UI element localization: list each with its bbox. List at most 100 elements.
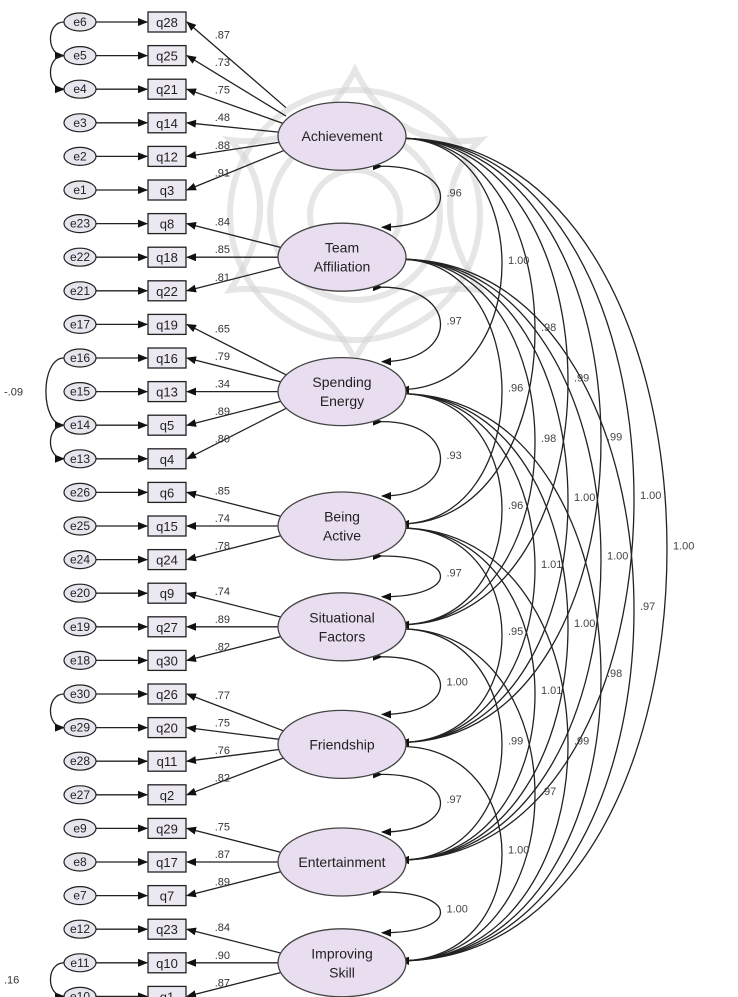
loading-value: .74 — [215, 513, 230, 525]
error-term-e25 — [63, 516, 97, 536]
indicator-label: q2 — [160, 788, 174, 803]
indicator-q18 — [147, 246, 187, 268]
loading-value: .34 — [215, 379, 230, 391]
factor-correlation-value: .96 — [447, 188, 462, 200]
loading-path — [186, 88, 287, 126]
latent-label: Improving — [311, 945, 372, 961]
factor-correlation-arc — [390, 523, 536, 864]
latent-label: Spending — [312, 374, 371, 390]
loading-path — [186, 119, 287, 134]
latent-situational-factors — [277, 592, 407, 662]
indicator-q19 — [147, 313, 187, 336]
factor-correlation-arc — [390, 255, 569, 747]
error-covariance-value: .16 — [4, 975, 19, 987]
factor-correlation-arc — [390, 134, 635, 864]
indicator-label: q30 — [156, 653, 178, 668]
error-term-e27 — [63, 785, 97, 805]
error-term-e20 — [63, 583, 97, 603]
factor-correlation-value: 1.00 — [640, 490, 661, 502]
indicator-q7 — [147, 884, 187, 907]
error-label: e16 — [70, 351, 90, 365]
factor-correlation-arc — [390, 255, 503, 528]
loading-path — [186, 149, 287, 191]
factor-correlation-arc — [372, 770, 441, 836]
latent-label: Situational — [309, 609, 374, 625]
error-covariance-arc — [49, 421, 74, 463]
error-label: e21 — [70, 284, 90, 298]
factor-correlation-value: 1.00 — [447, 677, 468, 689]
error-label: e22 — [70, 250, 90, 264]
loading-path — [186, 724, 287, 741]
latent-label: Factors — [319, 628, 366, 644]
indicator-q3 — [147, 179, 187, 201]
loading-path — [186, 356, 287, 384]
loading-path — [186, 826, 287, 855]
factor-correlation-arc — [390, 389, 569, 864]
indicator-label: q13 — [156, 385, 178, 400]
indicator-label: q14 — [156, 116, 178, 131]
loading-value: .85 — [215, 485, 230, 497]
factor-correlation-arc — [372, 551, 441, 601]
loading-path — [186, 591, 287, 620]
factor-correlation-arc — [372, 652, 441, 719]
loading-path — [186, 264, 287, 293]
factor-correlation-arc — [390, 523, 569, 965]
loading-value: .81 — [215, 272, 230, 284]
indicator-label: q20 — [156, 721, 178, 736]
loading-value: .88 — [215, 140, 230, 152]
latent-spending-energy — [277, 356, 407, 427]
indicator-q14 — [147, 112, 187, 134]
latent-being-active — [277, 491, 407, 561]
indicator-label: q3 — [160, 183, 174, 198]
error-term-e18 — [63, 650, 97, 671]
factor-correlation-value: 1.00 — [447, 903, 468, 915]
factor-correlation-value: .93 — [447, 450, 462, 462]
error-covariance-arc — [45, 353, 74, 430]
loading-path — [186, 490, 287, 519]
factor-correlation-value: .95 — [508, 626, 523, 638]
error-label: e20 — [70, 586, 90, 600]
loading-value: .89 — [215, 406, 230, 418]
loading-path — [186, 869, 287, 898]
error-term-e26 — [63, 482, 97, 502]
error-label: e25 — [70, 519, 90, 533]
error-label: e9 — [73, 821, 87, 835]
loading-path — [186, 21, 287, 109]
loading-path — [186, 407, 287, 460]
error-term-e3 — [63, 113, 97, 133]
indicator-label: q8 — [160, 217, 174, 232]
latent-entertainment — [277, 827, 407, 897]
error-label: e10 — [70, 989, 90, 997]
loading-value: .82 — [215, 773, 230, 785]
factor-correlation-value: .99 — [574, 373, 589, 385]
error-term-e13 — [63, 449, 97, 469]
indicator-q13 — [147, 380, 187, 403]
indicator-q6 — [147, 481, 187, 504]
indicator-label: q26 — [156, 687, 178, 702]
indicator-q20 — [147, 716, 187, 739]
loading-path — [186, 140, 287, 159]
factor-correlation-value: .98 — [541, 433, 556, 445]
factor-correlation-value: .99 — [607, 431, 622, 443]
loading-path — [186, 970, 287, 997]
error-term-e24 — [63, 549, 97, 570]
indicator-label: q28 — [156, 15, 178, 30]
loading-value: .48 — [215, 112, 230, 124]
indicator-q27 — [147, 616, 187, 638]
error-label: e18 — [70, 653, 90, 667]
factor-correlation-value: .97 — [447, 567, 462, 579]
indicator-q10 — [147, 952, 187, 974]
loading-path — [186, 747, 287, 765]
indicator-label: q15 — [156, 519, 178, 534]
error-label: e29 — [70, 721, 90, 735]
loading-path — [186, 533, 287, 562]
indicator-label: q11 — [157, 754, 178, 769]
latent-label: Achievement — [302, 128, 383, 144]
indicator-label: q18 — [156, 250, 178, 265]
error-label: e1 — [73, 183, 87, 197]
factor-correlation-value: .98 — [541, 322, 556, 334]
loading-value: .73 — [215, 57, 230, 69]
factor-correlation-value: .97 — [541, 786, 556, 798]
loading-path — [186, 693, 287, 733]
error-label: e28 — [70, 754, 90, 768]
